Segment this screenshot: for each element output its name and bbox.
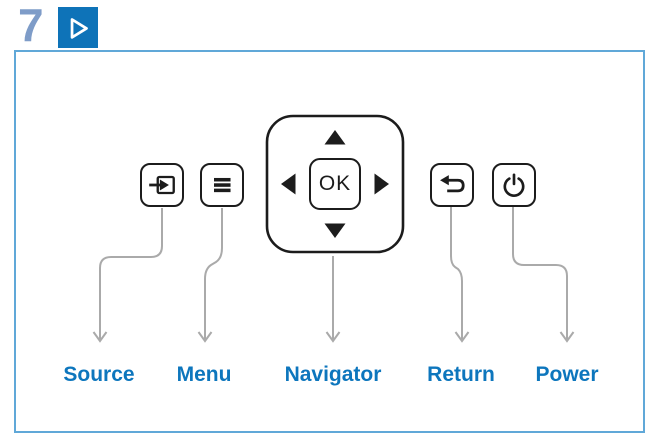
label-menu: Menu (176, 363, 232, 386)
label-source: Source (63, 363, 135, 386)
navigator-pad (265, 114, 405, 254)
source-input-icon (149, 175, 175, 195)
label-power: Power (535, 363, 599, 386)
leader-navigator-arrowhead (325, 331, 341, 343)
leader-source-arrowhead (92, 331, 108, 343)
leader-menu (204, 208, 223, 339)
nav-right-icon (374, 173, 389, 195)
label-return: Return (427, 363, 495, 386)
navigator-pad-icon (265, 114, 405, 254)
play-icon (70, 17, 88, 39)
nav-up-icon (324, 130, 346, 145)
menu-button (200, 163, 244, 207)
step-number: 7 (18, 0, 44, 51)
label-navigator: Navigator (284, 363, 382, 386)
leader-return-arrowhead (454, 331, 470, 343)
nav-down-icon (324, 223, 346, 238)
leader-menu-arrowhead (197, 331, 213, 343)
return-arrow-icon (440, 175, 465, 193)
leader-return (450, 207, 463, 339)
source-button (140, 163, 184, 207)
play-badge (58, 7, 98, 48)
power-icon (503, 173, 525, 197)
return-button (430, 163, 474, 207)
leader-power-arrowhead (559, 331, 575, 343)
leader-source (99, 208, 163, 339)
menu-icon (214, 177, 231, 193)
leader-power (512, 207, 568, 339)
nav-left-icon (281, 173, 296, 195)
power-button (492, 163, 536, 207)
